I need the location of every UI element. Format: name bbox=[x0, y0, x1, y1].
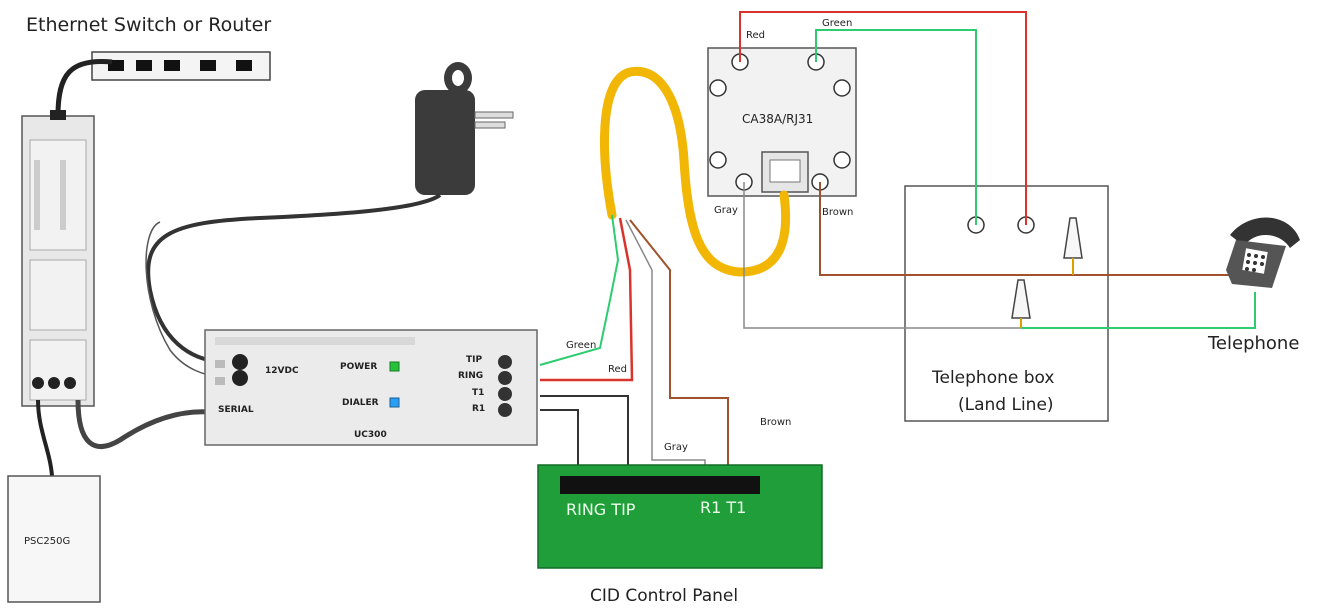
psc250g-box bbox=[7, 475, 101, 603]
black-wire-r1 bbox=[540, 409, 579, 480]
yellow-cable bbox=[600, 66, 791, 277]
power-cord-thin bbox=[145, 221, 223, 379]
cid-right-terminals: R1 T1 bbox=[700, 498, 747, 517]
dc-label: 12VDC bbox=[265, 366, 299, 376]
uc300-device bbox=[204, 329, 538, 446]
cid-panel-label: CID Control Panel bbox=[590, 586, 739, 606]
gateway-device bbox=[21, 110, 95, 407]
cid-terminal-strip bbox=[560, 476, 760, 494]
telephone-label: Telephone bbox=[1208, 333, 1300, 354]
gateway-to-psc-cable bbox=[36, 399, 54, 477]
ethernet-cable bbox=[55, 58, 113, 116]
jack-label: CA38A/RJ31 bbox=[742, 112, 814, 126]
gray-wire-cid bbox=[625, 219, 706, 480]
red-wire-uc bbox=[540, 217, 634, 382]
dialer-label: DIALER bbox=[342, 398, 379, 408]
telephone-box-label-1: Telephone box bbox=[932, 368, 1055, 388]
power-adapter bbox=[415, 62, 514, 195]
t1-label: T1 bbox=[472, 388, 485, 398]
gray-jack-label: Gray bbox=[714, 205, 738, 216]
gray-wire-jack bbox=[743, 182, 1022, 329]
tip-label: TIP bbox=[466, 355, 483, 365]
ca38a-jack bbox=[707, 47, 857, 197]
switch-label: Ethernet Switch or Router bbox=[26, 14, 272, 36]
brown-wire-jack bbox=[819, 182, 1234, 276]
green-wire-uc bbox=[539, 214, 620, 366]
red-wire-top bbox=[739, 11, 1027, 225]
power-cord bbox=[146, 193, 442, 364]
telephone-box-label-2: (Land Line) bbox=[958, 395, 1054, 415]
power-label: POWER bbox=[340, 362, 378, 372]
brown-jack-label: Brown bbox=[822, 207, 854, 218]
green-wire-top bbox=[815, 29, 977, 225]
serial-label: SERIAL bbox=[218, 405, 254, 415]
brown-wire-cid bbox=[629, 219, 729, 480]
telephone-icon bbox=[1226, 217, 1300, 288]
green-uc-label: Green bbox=[566, 340, 597, 351]
brown-mid-label: Brown bbox=[760, 417, 792, 428]
uc300-label: UC300 bbox=[354, 430, 387, 440]
green-wire-phone bbox=[1022, 292, 1256, 329]
cid-left-terminals: RING TIP bbox=[566, 500, 636, 519]
gateway-serial-cable bbox=[75, 399, 211, 449]
gray-low-label: Gray bbox=[664, 442, 688, 453]
black-wire-t1 bbox=[540, 395, 629, 480]
ring-label: RING bbox=[458, 371, 484, 381]
red-uc-label: Red bbox=[608, 364, 627, 375]
red-top-label: Red bbox=[746, 30, 765, 41]
psc250g-label: PSC250G bbox=[24, 536, 71, 547]
r1-label: R1 bbox=[472, 404, 486, 414]
green-top-label: Green bbox=[822, 18, 853, 29]
ethernet-switch bbox=[91, 51, 271, 81]
